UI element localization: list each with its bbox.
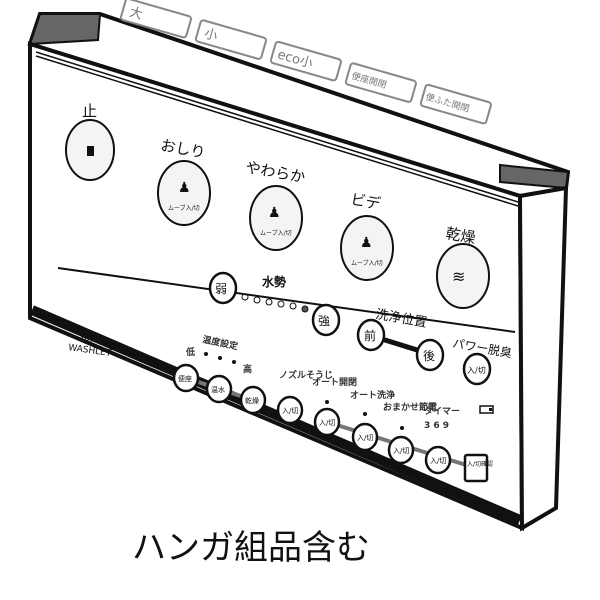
svg-text:後: 後 — [423, 349, 435, 363]
svg-text:入/切: 入/切 — [430, 457, 446, 465]
divider — [57, 267, 516, 333]
auto-open-label: オート開閉 — [312, 377, 357, 388]
dry-button[interactable]: ≋ — [436, 243, 490, 309]
svg-text:便座: 便座 — [178, 374, 192, 383]
move-label: ムーブ入/切 — [168, 204, 200, 212]
svg-text:入/切確認: 入/切確認 — [467, 460, 493, 468]
svg-text:乾燥: 乾燥 — [245, 396, 259, 405]
svg-text:温水: 温水 — [211, 385, 225, 394]
top-button-row: 大 小 eco小 便座開閉 便ふた開閉 — [119, 0, 492, 125]
deodorize-button[interactable]: 入/切 — [462, 352, 492, 386]
battery-icon — [479, 405, 494, 414]
bottom-edge — [30, 305, 522, 525]
pressure-level-indicator — [241, 293, 309, 313]
caption: ハンガ組品含む — [132, 528, 370, 568]
bidet-button[interactable]: ♟ ムーブ入/切 — [340, 215, 394, 281]
nozzle-clean-label: ノズルそうじ — [279, 369, 333, 381]
move-label: ムーブ入/切 — [351, 259, 383, 267]
dry-label: 乾燥 — [444, 224, 477, 247]
eco-saving-button[interactable]: 入/切 — [387, 435, 415, 465]
svg-text:小: 小 — [203, 26, 220, 44]
front-button[interactable]: 前 — [356, 318, 386, 352]
top-button-large-flush[interactable]: 大 — [119, 0, 192, 39]
dry-temp-button[interactable]: 乾燥 — [239, 385, 267, 415]
oshiri-button[interactable]: ♟ ムーブ入/切 — [157, 160, 211, 226]
person-icon: ♟ — [268, 205, 281, 221]
svg-text:入/切: 入/切 — [357, 434, 373, 442]
person-icon: ♟ — [360, 235, 373, 251]
nozzle-clean-button[interactable]: 入/切 — [276, 395, 304, 425]
eco-saving-label: おまかせ節電 — [383, 401, 437, 413]
pressure-label: 水勢 — [262, 274, 286, 289]
svg-text:弱: 弱 — [215, 282, 227, 296]
svg-text:入/切: 入/切 — [319, 419, 335, 427]
svg-text:高: 高 — [243, 363, 252, 375]
svg-text:3 6 9: 3 6 9 — [424, 421, 449, 431]
brand-toto: TOTO — [80, 335, 99, 344]
left-end-cap — [28, 13, 102, 46]
timer-label: タイマー — [424, 405, 460, 417]
strong-button[interactable]: 強 — [311, 303, 341, 337]
top-button-small-flush[interactable]: 小 — [194, 19, 267, 60]
svg-text:低: 低 — [185, 346, 195, 358]
auto-flush-button[interactable]: 入/切 — [351, 422, 379, 452]
auto-open-button[interactable]: 入/切 — [313, 407, 341, 437]
svg-text:前: 前 — [364, 328, 376, 343]
timer-button[interactable]: 入/切 — [424, 445, 452, 475]
stop-label: 止 — [82, 102, 97, 120]
side-face — [517, 185, 569, 532]
bidet-label: ビデ — [349, 190, 382, 213]
top-button-lid-open-close[interactable]: 便ふた開閉 — [419, 83, 492, 125]
svg-text:入/切: 入/切 — [467, 366, 486, 375]
yawaraka-button[interactable]: ♟ ムーブ入/切 — [249, 185, 303, 251]
svg-text:大: 大 — [128, 5, 145, 23]
weak-button[interactable]: 弱 — [208, 271, 238, 305]
seat-temp-button[interactable]: 便座 — [172, 363, 200, 393]
back-button[interactable]: 後 — [415, 338, 445, 372]
svg-text:入/切: 入/切 — [282, 407, 298, 415]
top-button-seat-open-close[interactable]: 便座開閉 — [344, 62, 417, 103]
confirm-button[interactable]: 入/切確認 — [463, 453, 493, 483]
person-icon: ♟ — [178, 180, 191, 196]
water-temp-button[interactable]: 温水 — [205, 374, 233, 404]
svg-text:強: 強 — [318, 314, 330, 328]
wind-icon: ≋ — [452, 267, 465, 286]
svg-text:入/切: 入/切 — [393, 447, 409, 455]
move-label: ムーブ入/切 — [260, 229, 292, 237]
stop-button[interactable] — [65, 119, 115, 181]
auto-flush-label: オート洗浄 — [350, 389, 395, 401]
